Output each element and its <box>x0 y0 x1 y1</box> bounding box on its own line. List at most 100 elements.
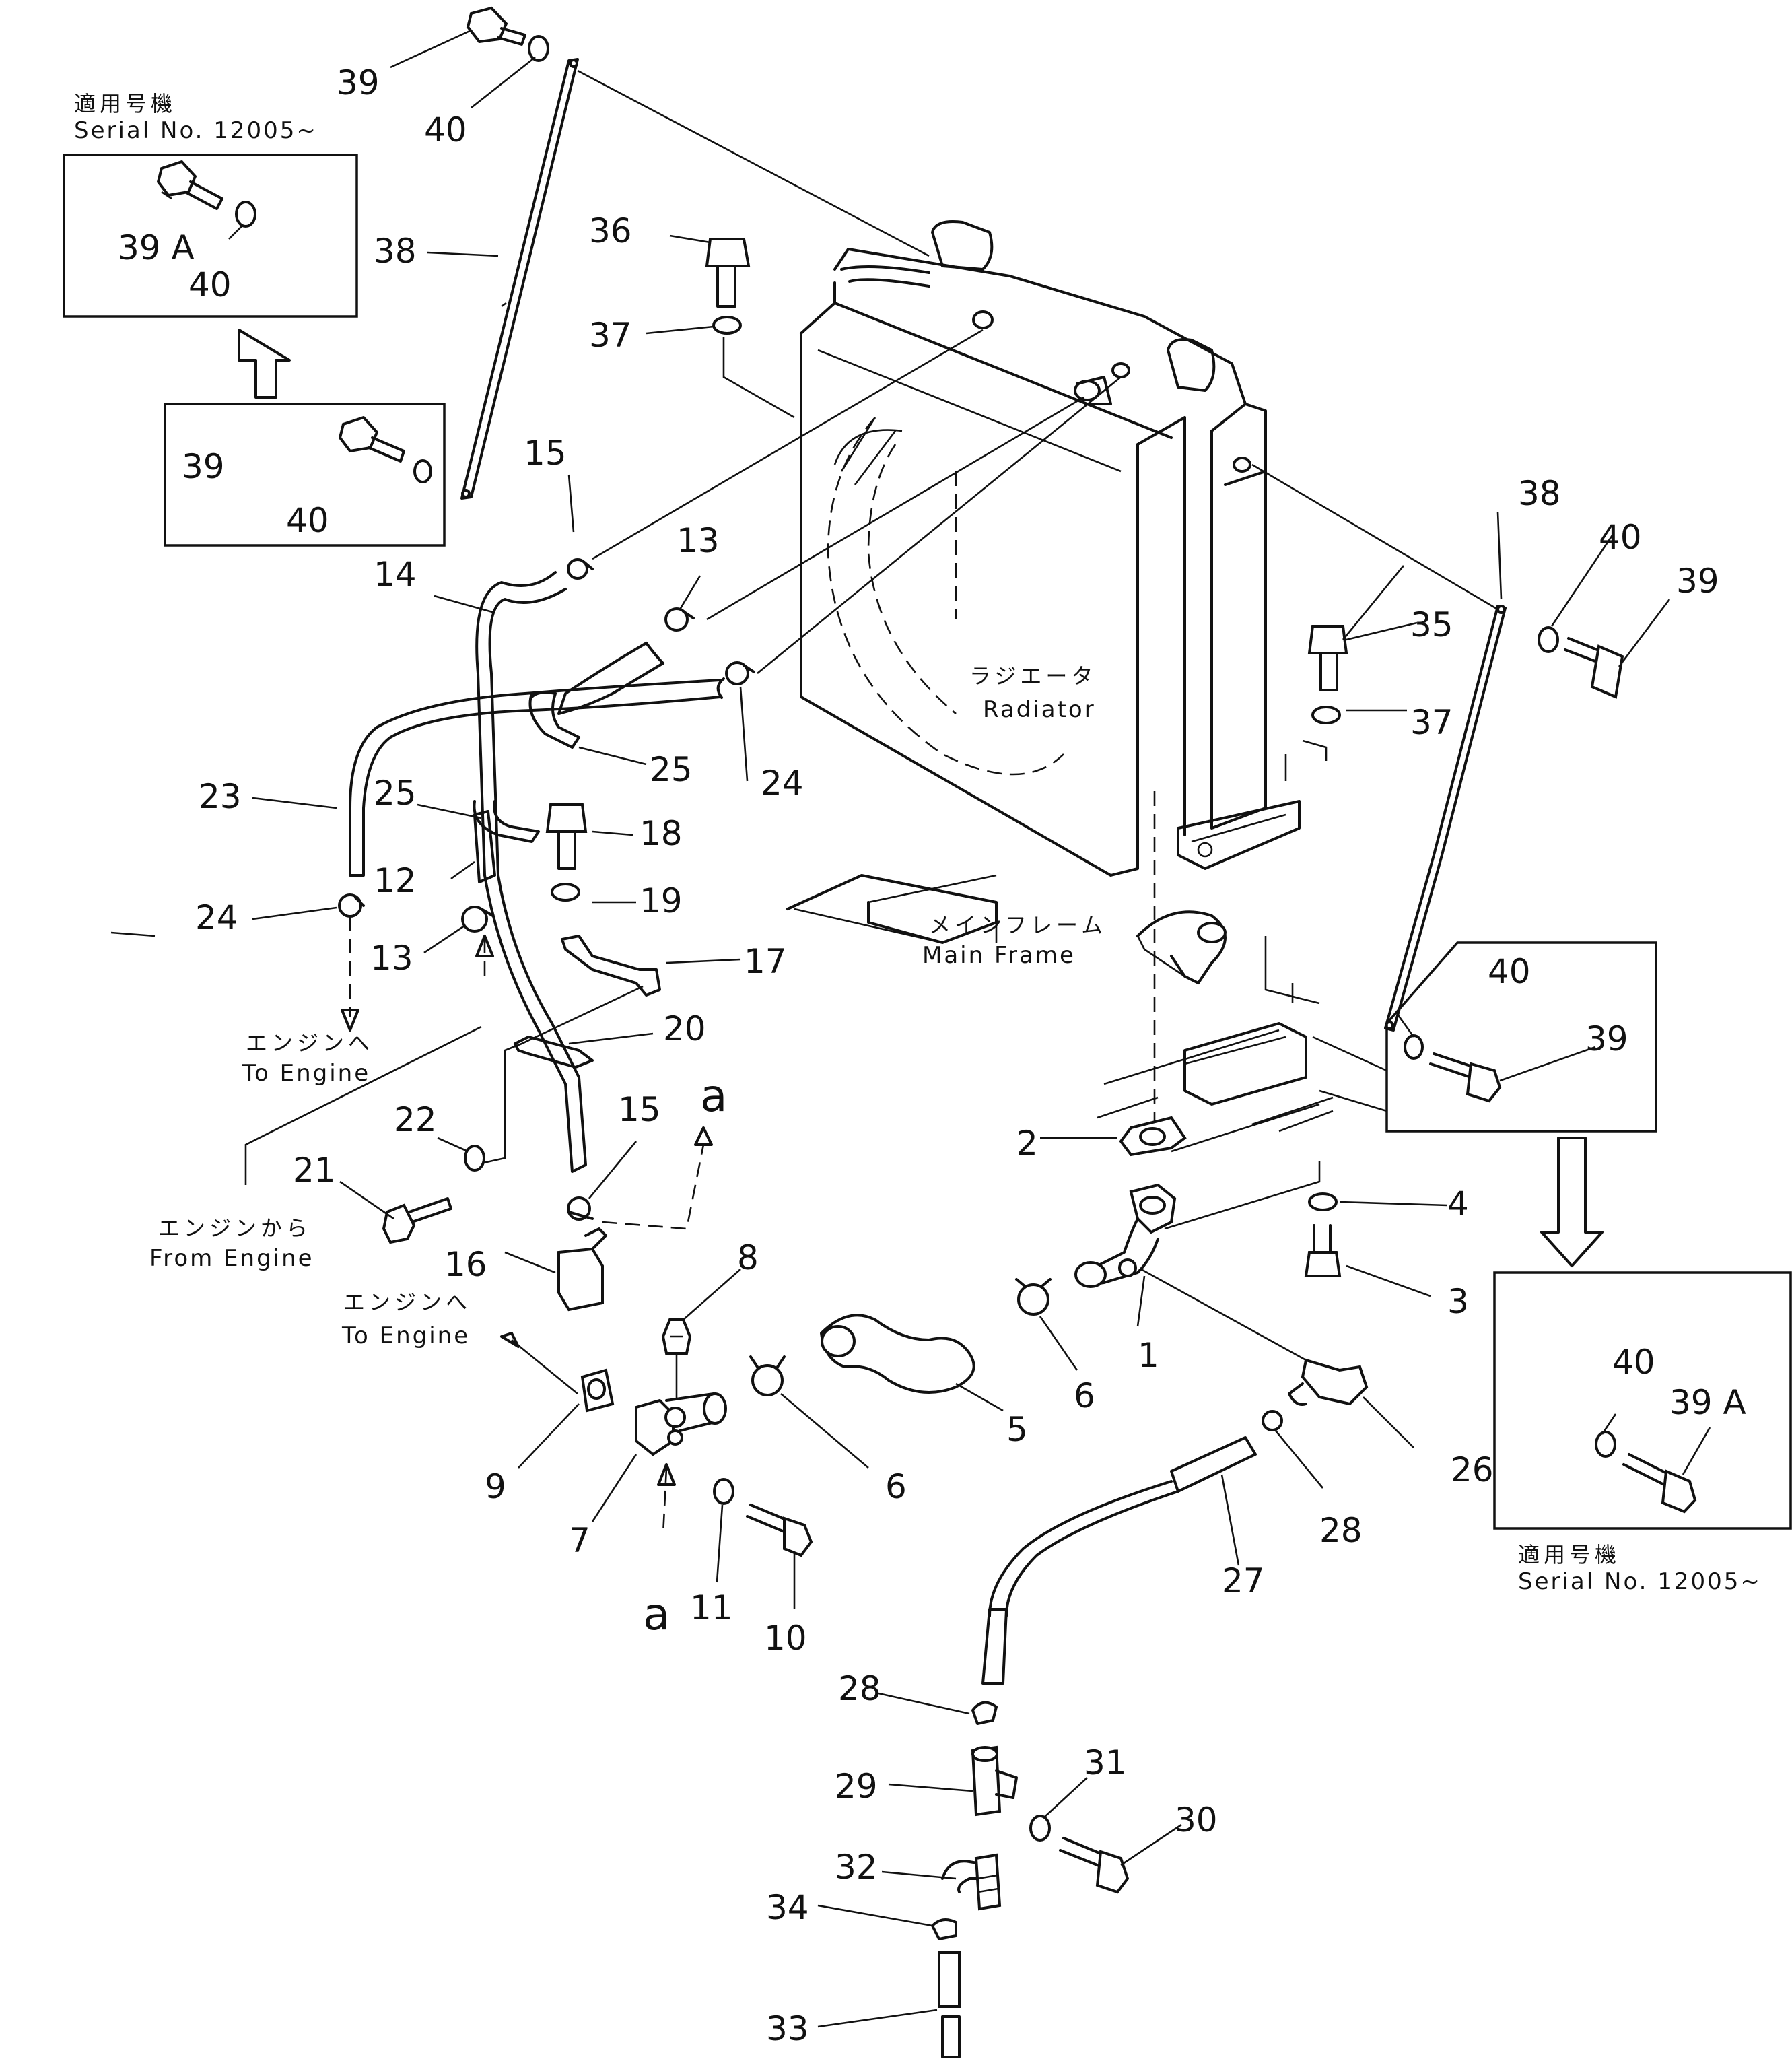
label-6-left: 6 <box>885 1467 907 1506</box>
label-12: 12 <box>374 861 417 900</box>
hose-14 <box>475 571 587 1173</box>
clamp-25 <box>473 691 580 843</box>
label-17: 17 <box>744 942 787 981</box>
stay-left <box>460 58 579 500</box>
gasket-2 <box>1119 1116 1187 1157</box>
label-28-top: 28 <box>1319 1511 1363 1550</box>
label-40-top: 40 <box>424 110 467 149</box>
clamp-24-top <box>725 661 749 685</box>
bolt-18 <box>545 803 588 902</box>
main-frame <box>786 874 1387 1153</box>
label-37-right: 37 <box>1410 703 1453 742</box>
label-37-top: 37 <box>589 316 632 355</box>
hose-12 <box>473 810 496 883</box>
label-35: 35 <box>1410 605 1453 644</box>
label-39-top: 39 <box>337 63 380 102</box>
label-15-bottom: 15 <box>618 1090 661 1129</box>
marker-a-bottom: a <box>643 1588 670 1640</box>
label-32: 32 <box>835 1848 878 1887</box>
label-39A-bottom-inset: 39 A <box>1669 1383 1746 1422</box>
label-39-right: 39 <box>1676 562 1719 601</box>
label-13-bottom: 13 <box>370 939 413 978</box>
label-14: 14 <box>374 555 417 594</box>
clamp-28-top <box>1262 1410 1283 1431</box>
bolt-30 <box>1029 1815 1130 1894</box>
serial-no-top: Serial No. 12005~ <box>74 117 318 144</box>
elbow-7 <box>635 1392 727 1456</box>
label-29: 29 <box>835 1767 878 1806</box>
to-engine-en-1: To Engine <box>242 1060 370 1087</box>
label-27: 27 <box>1222 1561 1265 1600</box>
elbow-1 <box>1074 1183 1177 1288</box>
gasket-9 <box>580 1368 615 1413</box>
serial-no-bottom: Serial No. 12005~ <box>1518 1568 1762 1595</box>
label-19: 19 <box>640 881 683 920</box>
label-39-right-inset: 39 <box>1585 1019 1628 1058</box>
label-36: 36 <box>589 211 632 250</box>
label-18: 18 <box>640 814 683 853</box>
to-engine-jp-2: エンジンへ <box>343 1289 471 1315</box>
marker-a-top: a <box>700 1070 727 1122</box>
clamp-20 <box>514 1036 594 1069</box>
bracket-17 <box>561 935 661 997</box>
fitting-16 <box>557 1196 607 1312</box>
label-2: 2 <box>1016 1124 1038 1163</box>
arrow-up-left <box>238 329 291 399</box>
from-engine-jp: エンジンから <box>158 1215 312 1241</box>
radiator-label-en: Radiator <box>983 696 1096 723</box>
label-5: 5 <box>1006 1410 1028 1449</box>
clamp-28-bottom <box>971 1701 998 1725</box>
label-4: 4 <box>1447 1184 1469 1223</box>
label-38-left: 38 <box>374 232 417 271</box>
clamp-6 <box>749 1278 1052 1396</box>
label-40-bottom-inset: 40 <box>1612 1343 1655 1382</box>
label-16: 16 <box>444 1245 487 1284</box>
arrow-down-right <box>1540 1137 1604 1267</box>
label-40-right: 40 <box>1599 518 1642 557</box>
label-6-right: 6 <box>1074 1376 1095 1415</box>
main-frame-label-jp: メインフレーム <box>929 912 1107 938</box>
bolt-3 <box>1304 1192 1342 1277</box>
bolt-10 <box>713 1478 813 1557</box>
label-10: 10 <box>764 1619 807 1658</box>
clamp-15-top <box>567 558 588 580</box>
label-31: 31 <box>1084 1743 1127 1782</box>
label-39A-top-inset: 39 A <box>118 228 195 267</box>
fitting-26 <box>1288 1358 1369 1406</box>
label-1: 1 <box>1138 1336 1159 1375</box>
label-9: 9 <box>485 1467 506 1506</box>
bolt-39-top <box>466 6 549 62</box>
bolt-36 <box>705 238 751 335</box>
leader-lines <box>110 29 1711 2028</box>
label-40-left-inset: 40 <box>286 501 329 540</box>
hose-5 <box>820 1314 975 1394</box>
label-30: 30 <box>1175 1800 1218 1839</box>
clamp-34 <box>931 1918 957 1940</box>
hose-upper <box>557 642 664 715</box>
to-engine-jp-1: エンジンへ <box>246 1030 374 1056</box>
label-8: 8 <box>737 1238 759 1277</box>
label-28-bottom: 28 <box>838 1669 881 1708</box>
label-26: 26 <box>1451 1450 1494 1489</box>
bolt-35 <box>1307 625 1348 724</box>
plug-8 <box>661 1318 692 1355</box>
applicable-serial-jp-bottom: 適用号機 <box>1518 1542 1620 1567</box>
hose-33 <box>938 1951 961 2058</box>
label-33: 33 <box>766 2009 809 2048</box>
from-engine-en: From Engine <box>149 1245 314 1272</box>
bolt-39-right <box>1538 626 1624 699</box>
label-3: 3 <box>1447 1282 1469 1321</box>
main-frame-label-en: Main Frame <box>922 942 1076 969</box>
label-13-top: 13 <box>677 521 720 560</box>
applicable-serial-jp-top: 適用号機 <box>74 91 176 116</box>
inset-box-bottom-right <box>1493 1271 1792 1530</box>
label-40-top-inset: 40 <box>188 265 232 304</box>
clamp-13-top <box>664 607 689 632</box>
bolt-21 <box>382 1145 485 1244</box>
label-24-bottom: 24 <box>195 898 238 937</box>
label-24-top: 24 <box>761 764 804 803</box>
inset-box-right <box>1385 941 1657 1133</box>
label-22: 22 <box>394 1100 437 1139</box>
clamp-13-bottom <box>461 906 488 933</box>
